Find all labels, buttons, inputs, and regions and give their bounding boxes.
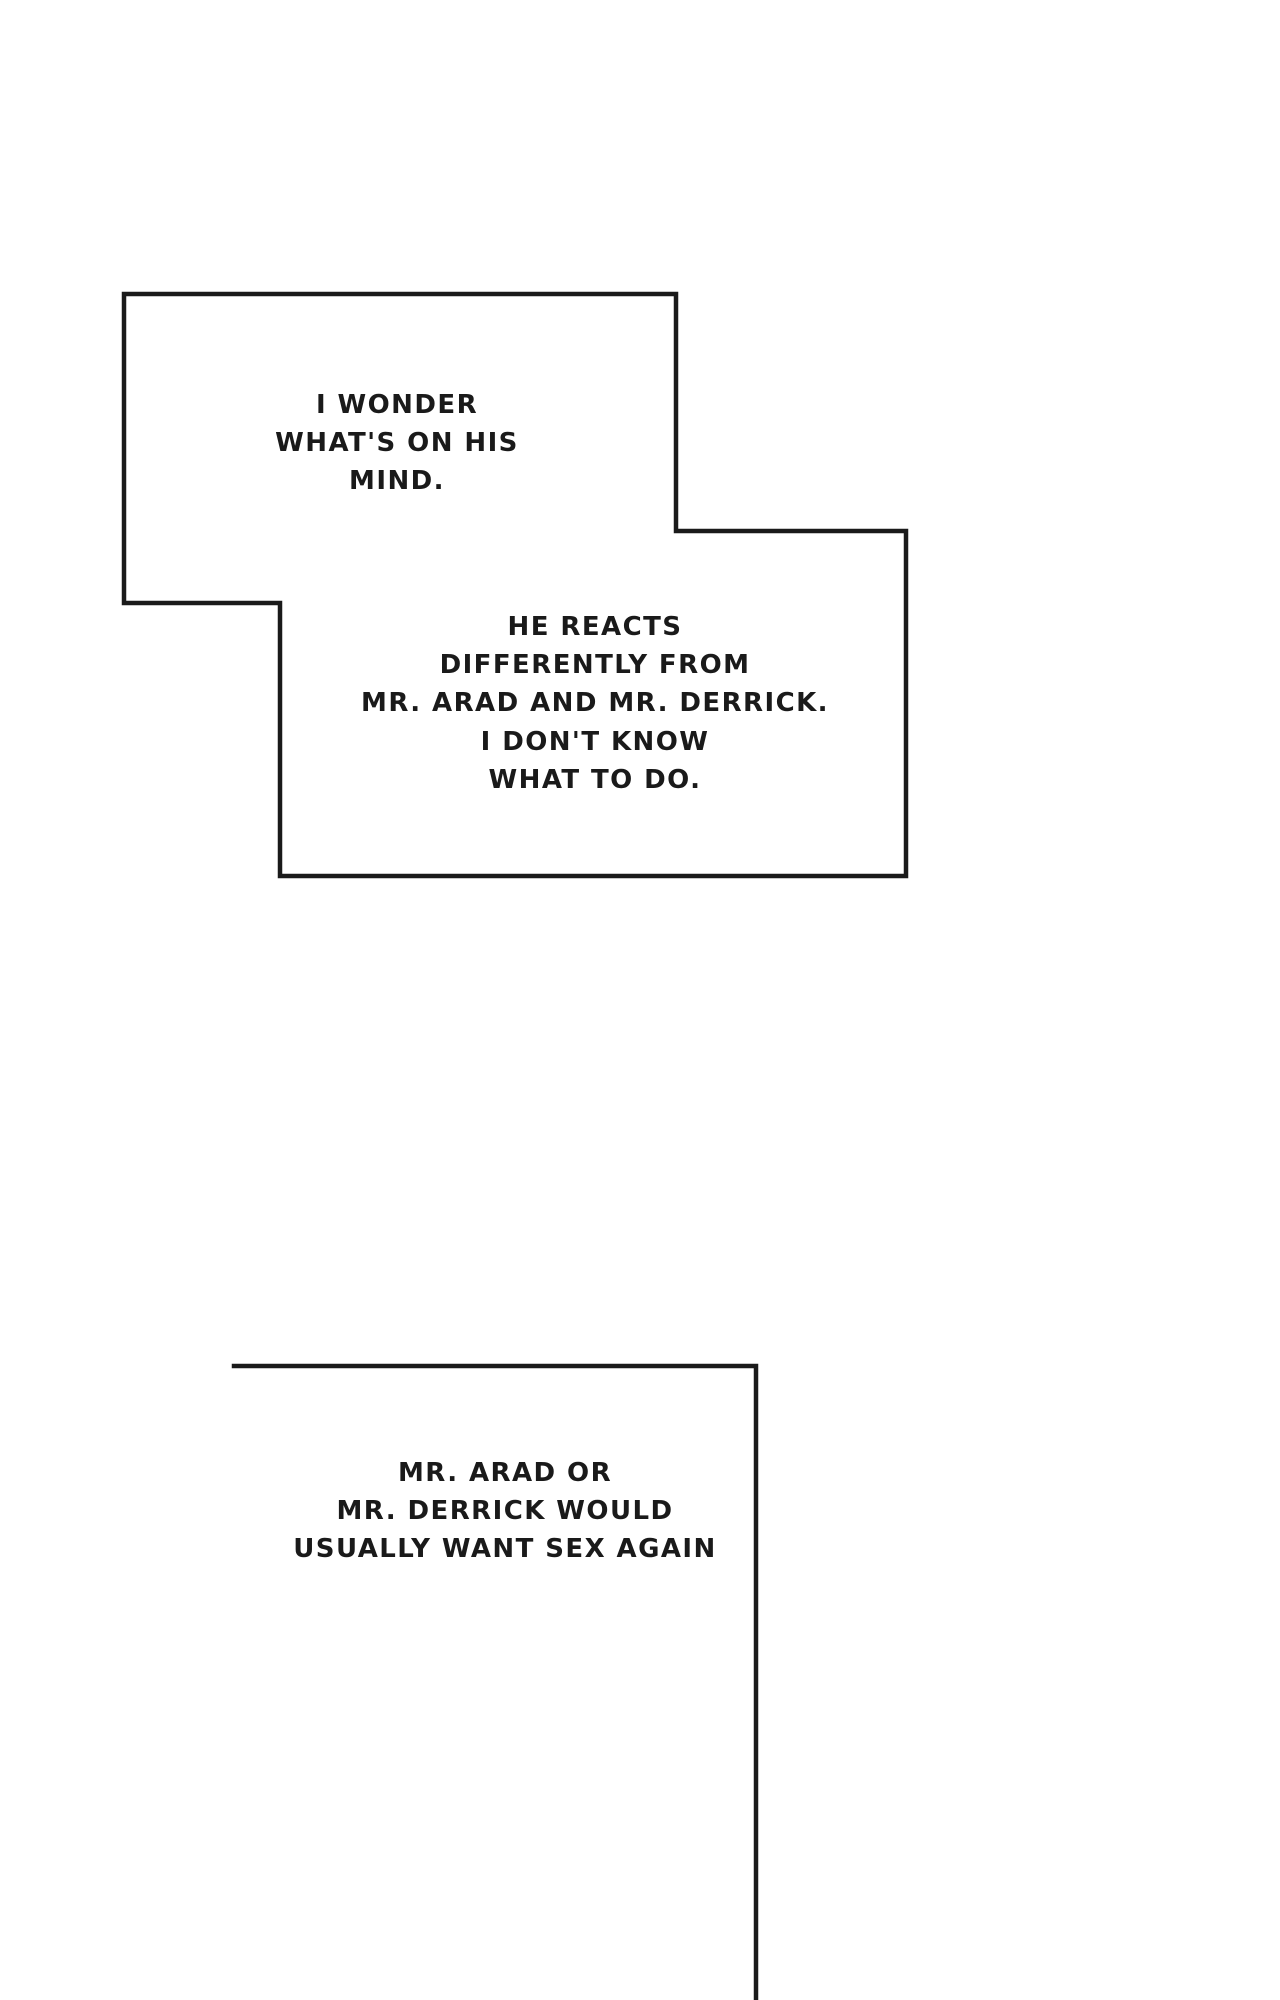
caption-i-wonder: I WONDER WHAT'S ON HIS MIND.: [275, 390, 519, 497]
caption-usually-want: MR. ARAD OR MR. DERRICK WOULD USUALLY WA…: [293, 1458, 717, 1565]
caption-he-reacts: HE REACTS DIFFERENTLY FROM MR. ARAD AND …: [361, 612, 829, 795]
